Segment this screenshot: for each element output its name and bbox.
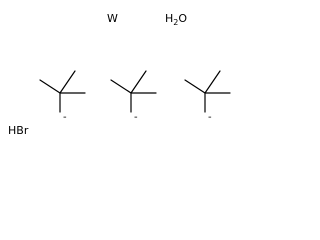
tungsten-label: W: [107, 12, 118, 25]
negative-charge-1: -: [63, 112, 67, 123]
structure-canvas: - - - W H2O HBr: [0, 0, 241, 151]
negative-charge-3: -: [208, 112, 212, 123]
water-oxygen: O: [178, 12, 188, 25]
bond-layer: [39, 70, 231, 113]
tert-butyl-group-2: [110, 70, 157, 113]
water-subscript: 2: [173, 18, 179, 27]
bond: [59, 70, 76, 94]
bond: [130, 70, 147, 94]
bond: [184, 79, 206, 94]
water-hydrogen: H: [165, 12, 174, 25]
hydrogen-bromide-label: HBr: [8, 124, 29, 137]
bond: [204, 70, 221, 94]
tert-butyl-group-1: [39, 70, 86, 113]
water-label: H2O: [165, 12, 188, 27]
tert-butyl-group-3: [184, 70, 231, 113]
bond: [110, 79, 132, 94]
negative-charge-2: -: [134, 112, 138, 123]
bond: [39, 79, 61, 94]
